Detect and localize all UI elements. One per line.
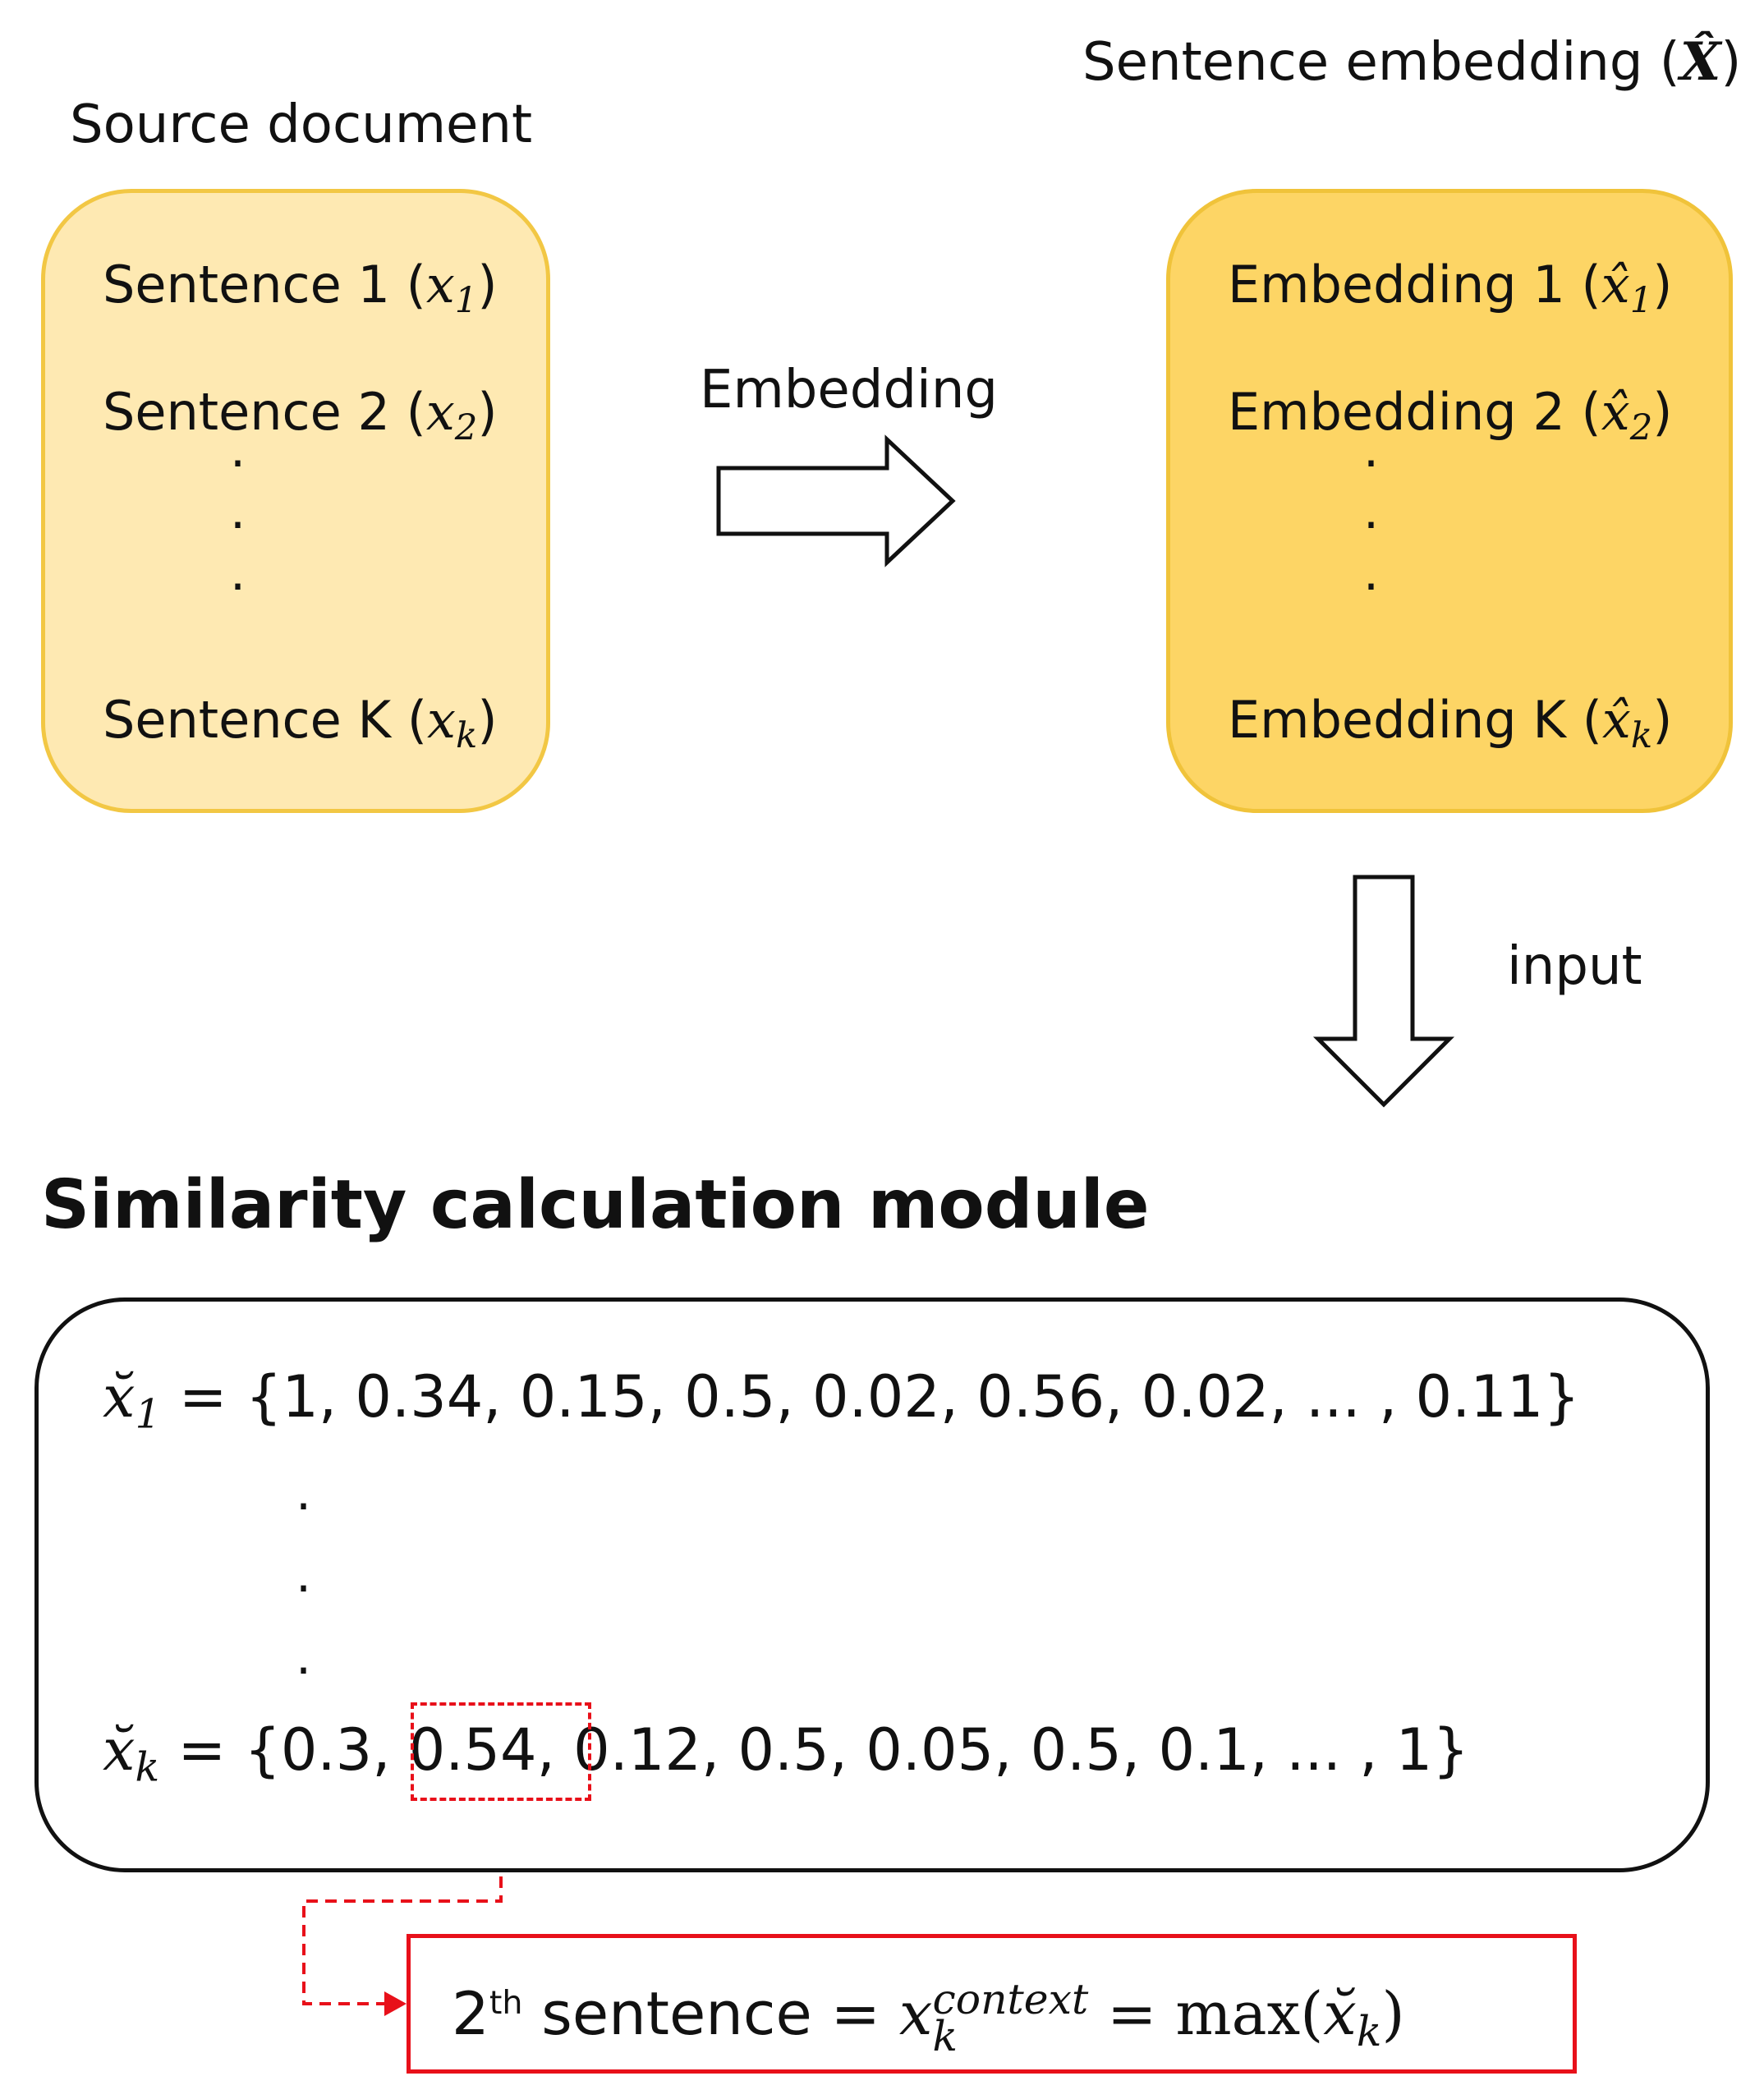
connector-arrowhead-icon bbox=[384, 1991, 407, 2016]
embedding-1: Embedding 1 (x̂1) bbox=[1228, 255, 1673, 322]
ellipsis-dot: · bbox=[1363, 497, 1380, 554]
right-arrow-icon bbox=[716, 434, 956, 567]
sentence-embedding-title: Sentence embedding (X̂) bbox=[1082, 31, 1742, 93]
source-document-title: Source document bbox=[70, 94, 533, 155]
ellipsis-dot: · bbox=[230, 497, 246, 554]
module-title: Similarity calculation module bbox=[41, 1166, 1150, 1244]
source-document-box: Sentence 1 (x1) Sentence 2 (x2) · · · Se… bbox=[41, 189, 550, 813]
ellipsis-dot: · bbox=[296, 1560, 312, 1618]
input-arrow-label: input bbox=[1507, 936, 1642, 997]
down-arrow-icon bbox=[1312, 875, 1455, 1108]
ellipsis-dot: · bbox=[230, 435, 246, 493]
similarity-row-k: x̆k = {0.3, 0.54, 0.12, 0.5, 0.05, 0.5, … bbox=[103, 1716, 1469, 1791]
highlighted-value: 0.54, bbox=[408, 1716, 555, 1784]
embedding-2: Embedding 2 (x̂2) bbox=[1228, 382, 1673, 449]
ellipsis-dot: · bbox=[230, 558, 246, 616]
sentence-1: Sentence 1 (x1) bbox=[103, 255, 498, 322]
embedding-k: Embedding K (x̂k) bbox=[1228, 690, 1673, 757]
highlight-box bbox=[411, 1702, 591, 1801]
ellipsis-dot: · bbox=[1363, 558, 1380, 616]
ellipsis-dot: · bbox=[296, 1478, 312, 1536]
ellipsis-dot: · bbox=[1363, 435, 1380, 493]
ellipsis-dot: · bbox=[296, 1642, 312, 1700]
embedding-arrow-label: Embedding bbox=[700, 360, 998, 420]
sentence-2: Sentence 2 (x2) bbox=[103, 382, 498, 449]
similarity-module-box bbox=[34, 1298, 1710, 1872]
sentence-embedding-box: Embedding 1 (x̂1) Embedding 2 (x̂2) · · … bbox=[1166, 189, 1733, 813]
similarity-row-1: x̆1 = {1, 0.34, 0.15, 0.5, 0.02, 0.56, 0… bbox=[103, 1363, 1580, 1438]
sentence-k: Sentence K (xk) bbox=[103, 690, 498, 757]
